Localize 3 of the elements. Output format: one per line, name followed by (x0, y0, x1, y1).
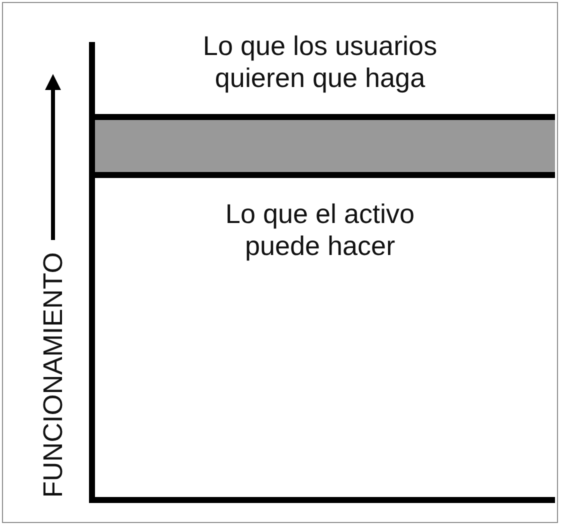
axis-label: FUNCIONAMIENTO (37, 251, 69, 500)
upper-level-text: Lo que los usuarios quieren que haga (202, 30, 438, 94)
lower-level-text: Lo que el activo puede hacer (224, 198, 416, 262)
